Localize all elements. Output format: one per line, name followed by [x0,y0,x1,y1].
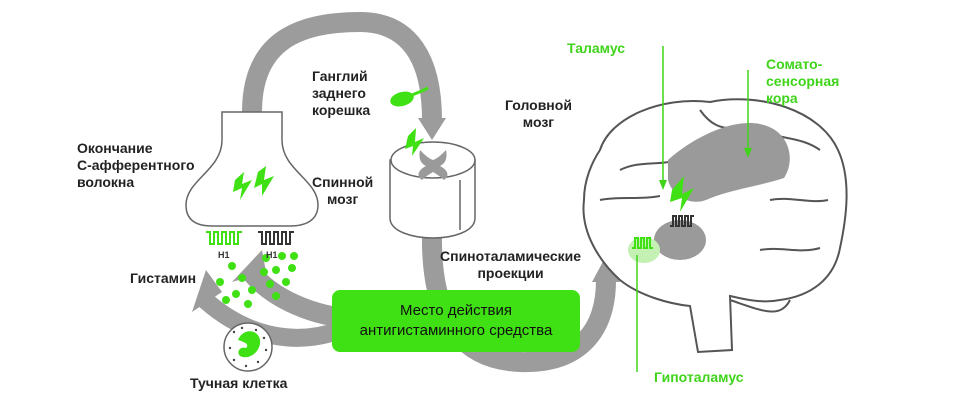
arrow-heads [192,118,620,312]
dorsal-root-ganglion [390,86,429,107]
thalamus-region [654,220,706,260]
label-dorsal-root-ganglion: Ганглий заднего корешка [312,68,371,118]
h1-receptor-brain-dark [670,215,694,227]
mast-cell [223,322,273,372]
leader-arrowheads [659,148,752,190]
label-spinothalamic-projections: Спиноталамические проекции [440,248,582,281]
h1-receptor-left [206,231,242,245]
signal-bolts-ending [233,166,274,200]
label-spinal-cord: Спинной мозг [312,174,374,207]
label-c-fiber-ending: Окончание С-афферентного волокна [77,140,195,190]
h1-receptor-brain-green [632,237,653,249]
arrow-to-receptor-right [199,293,344,347]
label-histamine: Гистамин [130,270,197,286]
label-somatosensory-cortex: Сомато- сенсорная кора [766,56,840,106]
h1-receptor-right [258,231,294,245]
label-mast-cell: Тучная клетка [190,375,288,391]
label-leaders [636,46,749,372]
label-h1-left: H1 [218,250,230,260]
signal-bolt-brain [670,176,694,212]
c-fiber-nerve-ending [185,111,319,227]
label-h1-right: H1 [266,250,278,260]
antihistamine-site-box: Место действия антигистаминного средства [332,290,580,352]
label-brain: Головной мозг [505,97,572,130]
histamine-molecules [216,252,298,308]
label-thalamus: Таламус [567,40,626,56]
spinal-cord-section [389,141,476,239]
label-hypothalamus: Гипоталамус [654,369,744,385]
somatosensory-cortex-region [668,122,790,202]
arrow-ending-to-spinal-cord [242,11,442,121]
signal-bolt-spinal-cord [405,128,424,156]
